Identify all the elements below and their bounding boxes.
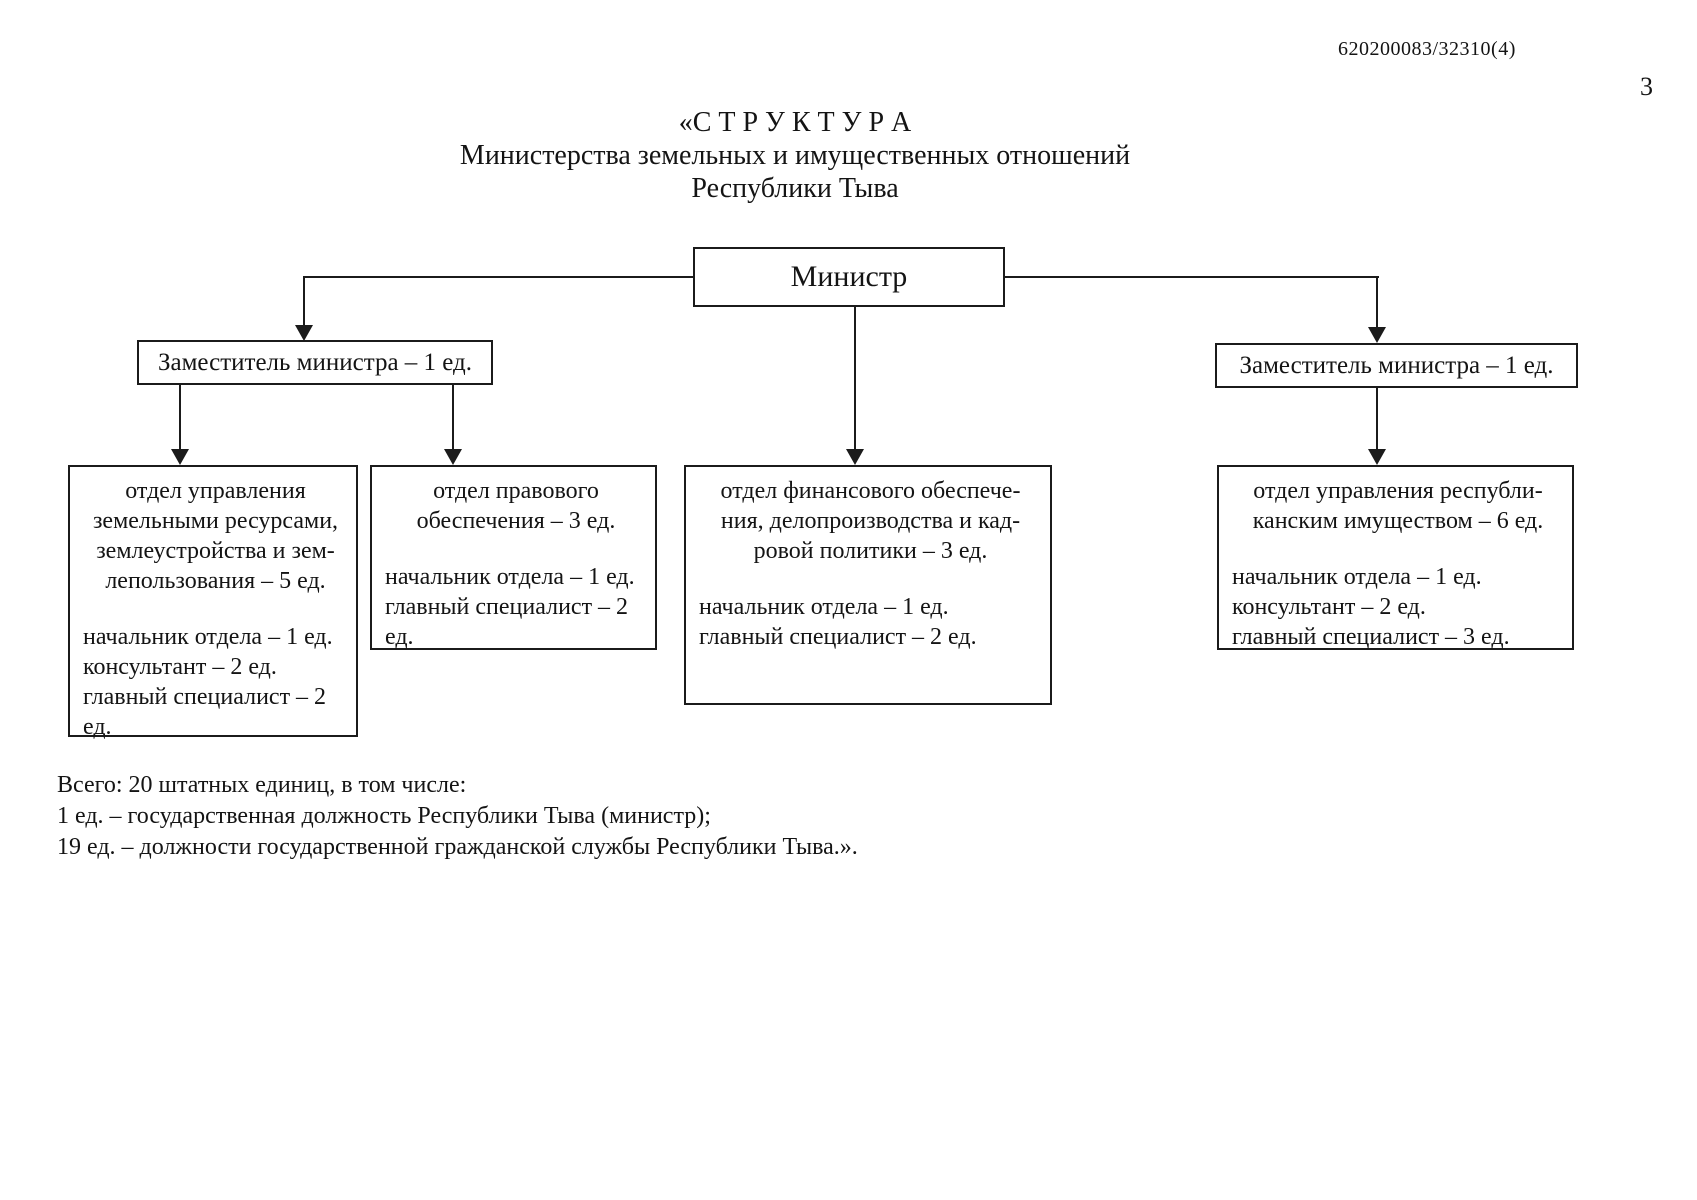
deputy-minister-left-box: Заместитель министра – 1 ед.	[137, 340, 493, 385]
dept-land-title-line: лепользования – 5 ед.	[105, 568, 326, 594]
dept-land-title: отдел управления земельными ресурсами, з…	[83, 476, 348, 596]
connector-minister-deputy-left-h	[304, 276, 694, 278]
connector-deputy-right-dept-property	[1376, 388, 1378, 449]
totals-line: 19 ед. – должности государственной гражд…	[57, 834, 858, 860]
dept-finance-title-line: ния, делопроизводства и кад-	[720, 508, 1021, 534]
arrowhead-dept-property	[1368, 449, 1386, 465]
document-reference: 620200083/32310(4)	[1338, 38, 1516, 60]
dept-property-title-line: отдел управления республи-	[1253, 478, 1543, 504]
dept-legal-staff: начальник отдела – 1 ед. главный специал…	[385, 562, 647, 652]
connector-minister-dept-finance	[854, 307, 856, 449]
dept-land-title-line: земельными ресурсами,	[92, 508, 339, 534]
dept-land-title-line: землеустройства и зем-	[96, 538, 335, 564]
dept-finance-title-line: отдел финансового обеспече-	[720, 478, 1021, 504]
dept-property-title: отдел управления республи- канским имуще…	[1232, 476, 1564, 536]
connector-minister-deputy-left-v	[303, 276, 305, 327]
dept-finance-staff-line: начальник отдела – 1 ед.	[699, 594, 949, 620]
connector-minister-deputy-right-h	[1004, 276, 1379, 278]
connector-deputy-left-dept-land	[179, 383, 181, 449]
arrowhead-dept-legal	[444, 449, 462, 465]
dept-legal-box: отдел правового обеспечения – 3 ед. нача…	[370, 465, 657, 650]
deputy-minister-left-label: Заместитель министра – 1 ед.	[157, 348, 473, 376]
dept-property-staff-line: консультант – 2 ед.	[1232, 594, 1426, 620]
title-line-structure: «С Т Р У К Т У Р А	[678, 107, 912, 138]
totals-line: Всего: 20 штатных единиц, в том числе:	[57, 772, 467, 798]
dept-land-title-line: отдел управления	[125, 478, 306, 504]
arrowhead-deputy-right	[1368, 327, 1386, 343]
dept-legal-staff-line: ед.	[385, 624, 414, 650]
dept-property-staff-line: главный специалист – 3 ед.	[1232, 624, 1510, 650]
title-line-republic: Республики Тыва	[691, 173, 899, 204]
dept-property-staff-line: начальник отдела – 1 ед.	[1232, 564, 1482, 590]
dept-legal-title-line: обеспечения – 3 ед.	[416, 508, 616, 534]
arrowhead-deputy-left	[295, 325, 313, 341]
arrowhead-dept-finance	[846, 449, 864, 465]
dept-finance-title: отдел финансового обеспече- ния, делопро…	[699, 476, 1042, 566]
connector-minister-deputy-right-v	[1376, 276, 1378, 327]
dept-legal-title-line: отдел правового	[433, 478, 599, 504]
dept-land-staff-line: ед.	[83, 714, 112, 740]
dept-property-staff: начальник отдела – 1 ед. консультант – 2…	[1232, 562, 1564, 652]
minister-label: Министр	[790, 260, 908, 293]
deputy-minister-right-label: Заместитель министра – 1 ед.	[1239, 351, 1554, 379]
connector-deputy-left-dept-legal	[452, 383, 454, 449]
dept-legal-staff-line: главный специалист – 2	[385, 594, 629, 620]
dept-finance-box: отдел финансового обеспече- ния, делопро…	[684, 465, 1052, 705]
dept-land-staff-line: начальник отдела – 1 ед.	[83, 624, 333, 650]
dept-finance-staff: начальник отдела – 1 ед. главный специал…	[699, 592, 1042, 652]
dept-finance-title-line: ровой политики – 3 ед.	[753, 538, 988, 564]
dept-land-staff-line: главный специалист – 2	[83, 684, 327, 710]
totals-line: 1 ед. – государственная должность Респуб…	[57, 803, 711, 829]
deputy-minister-right-box: Заместитель министра – 1 ед.	[1215, 343, 1578, 388]
dept-property-box: отдел управления республи- канским имуще…	[1217, 465, 1574, 650]
dept-land-staff-line: консультант – 2 ед.	[83, 654, 277, 680]
dept-legal-title: отдел правового обеспечения – 3 ед.	[385, 476, 647, 536]
totals-note: Всего: 20 штатных единиц, в том числе: 1…	[57, 770, 858, 863]
dept-finance-staff-line: главный специалист – 2 ед.	[699, 624, 977, 650]
dept-land-box: отдел управления земельными ресурсами, з…	[68, 465, 358, 740]
arrowhead-dept-land	[171, 449, 189, 465]
dept-legal-staff-line: начальник отдела – 1 ед.	[385, 564, 635, 590]
title-line-ministry: Министерства земельных и имущественных о…	[459, 140, 1131, 171]
dept-land-staff: начальник отдела – 1 ед. консультант – 2…	[83, 622, 348, 742]
minister-box: Министр	[693, 247, 1005, 307]
dept-property-title-line: канским имуществом – 6 ед.	[1252, 508, 1544, 534]
document-title: «С Т Р У К Т У Р А Министерства земельны…	[0, 106, 1590, 205]
page-number: 3	[1640, 72, 1653, 101]
